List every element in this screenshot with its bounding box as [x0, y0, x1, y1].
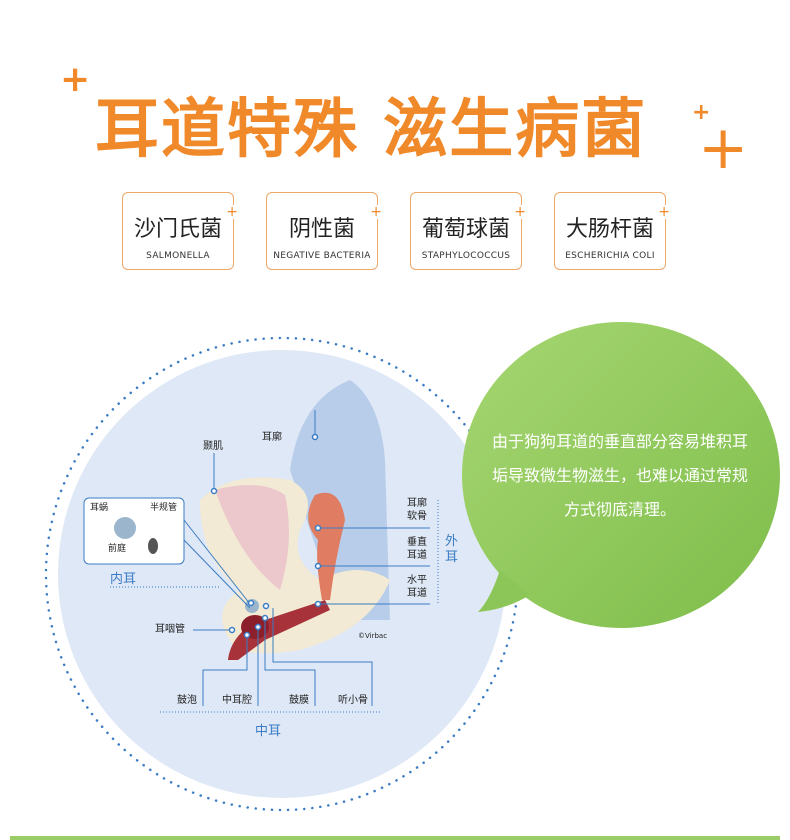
badge-english: STAPHYLOCOCCUS	[421, 251, 511, 261]
speech-bubble-tail	[478, 570, 530, 612]
label-eardrum: 鼓膜	[289, 695, 309, 706]
badge-english: ESCHERICHIA COLI	[565, 251, 655, 261]
label-eustachian-tube: 耳咽管	[155, 624, 185, 635]
divider	[10, 836, 780, 840]
plus-icon: +	[226, 204, 238, 220]
label-semicircular-canal: 半规管	[150, 503, 178, 513]
plus-decoration: +	[698, 113, 749, 183]
bacteria-badge: 沙门氏菌 SALMONELLA +	[122, 192, 238, 270]
label-tympanic-bulla: 鼓泡	[177, 695, 197, 706]
label-ossicles: 听小骨	[338, 695, 368, 706]
plus-decoration: +	[692, 100, 711, 125]
speech-bubble	[462, 322, 780, 628]
label-pinna: 耳廓	[262, 432, 282, 443]
label-outer-ear: 外耳	[445, 534, 459, 565]
bacteria-badge: 大肠杆菌 ESCHERICHIA COLI +	[554, 192, 670, 270]
bacteria-badge: 阴性菌 NEGATIVE BACTERIA +	[266, 192, 382, 270]
illustration-credit: ©Virbac	[358, 632, 388, 640]
badge-english: SALMONELLA	[146, 251, 210, 261]
label-temporal-muscle: 颞肌	[203, 441, 223, 452]
label-auricular-cartilage: 耳廓软骨	[407, 498, 427, 522]
plus-icon: +	[658, 204, 670, 220]
plus-icon: +	[514, 204, 526, 220]
badge-name: 沙门氏菌	[133, 217, 222, 242]
bacteria-badge: 葡萄球菌 STAPHYLOCOCCUS +	[410, 192, 526, 270]
badge-name: 葡萄球菌	[421, 217, 510, 242]
badge-name: 大肠杆菌	[565, 217, 654, 242]
badge-name: 阴性菌	[288, 217, 355, 242]
label-vestibule: 前庭	[108, 544, 127, 554]
label-middle-ear-cavity: 中耳腔	[222, 695, 252, 706]
label-vertical-canal: 垂直耳道	[407, 537, 427, 561]
label-middle-ear: 中耳	[255, 724, 282, 739]
badge-english: NEGATIVE BACTERIA	[273, 251, 371, 261]
bubble-text: 由于狗狗耳道的垂直部分容易堆积耳垢导致微生物滋生，也难以通过常规方式彻底清理。	[491, 432, 748, 519]
page-title: 耳道特殊 滋生病菌	[95, 93, 648, 167]
label-cochlea: 耳蜗	[90, 503, 109, 513]
plus-decoration: +	[60, 59, 91, 100]
plus-icon: +	[370, 204, 382, 220]
label-horizontal-canal: 水平耳道	[407, 575, 427, 599]
label-inner-ear: 内耳	[110, 572, 137, 587]
